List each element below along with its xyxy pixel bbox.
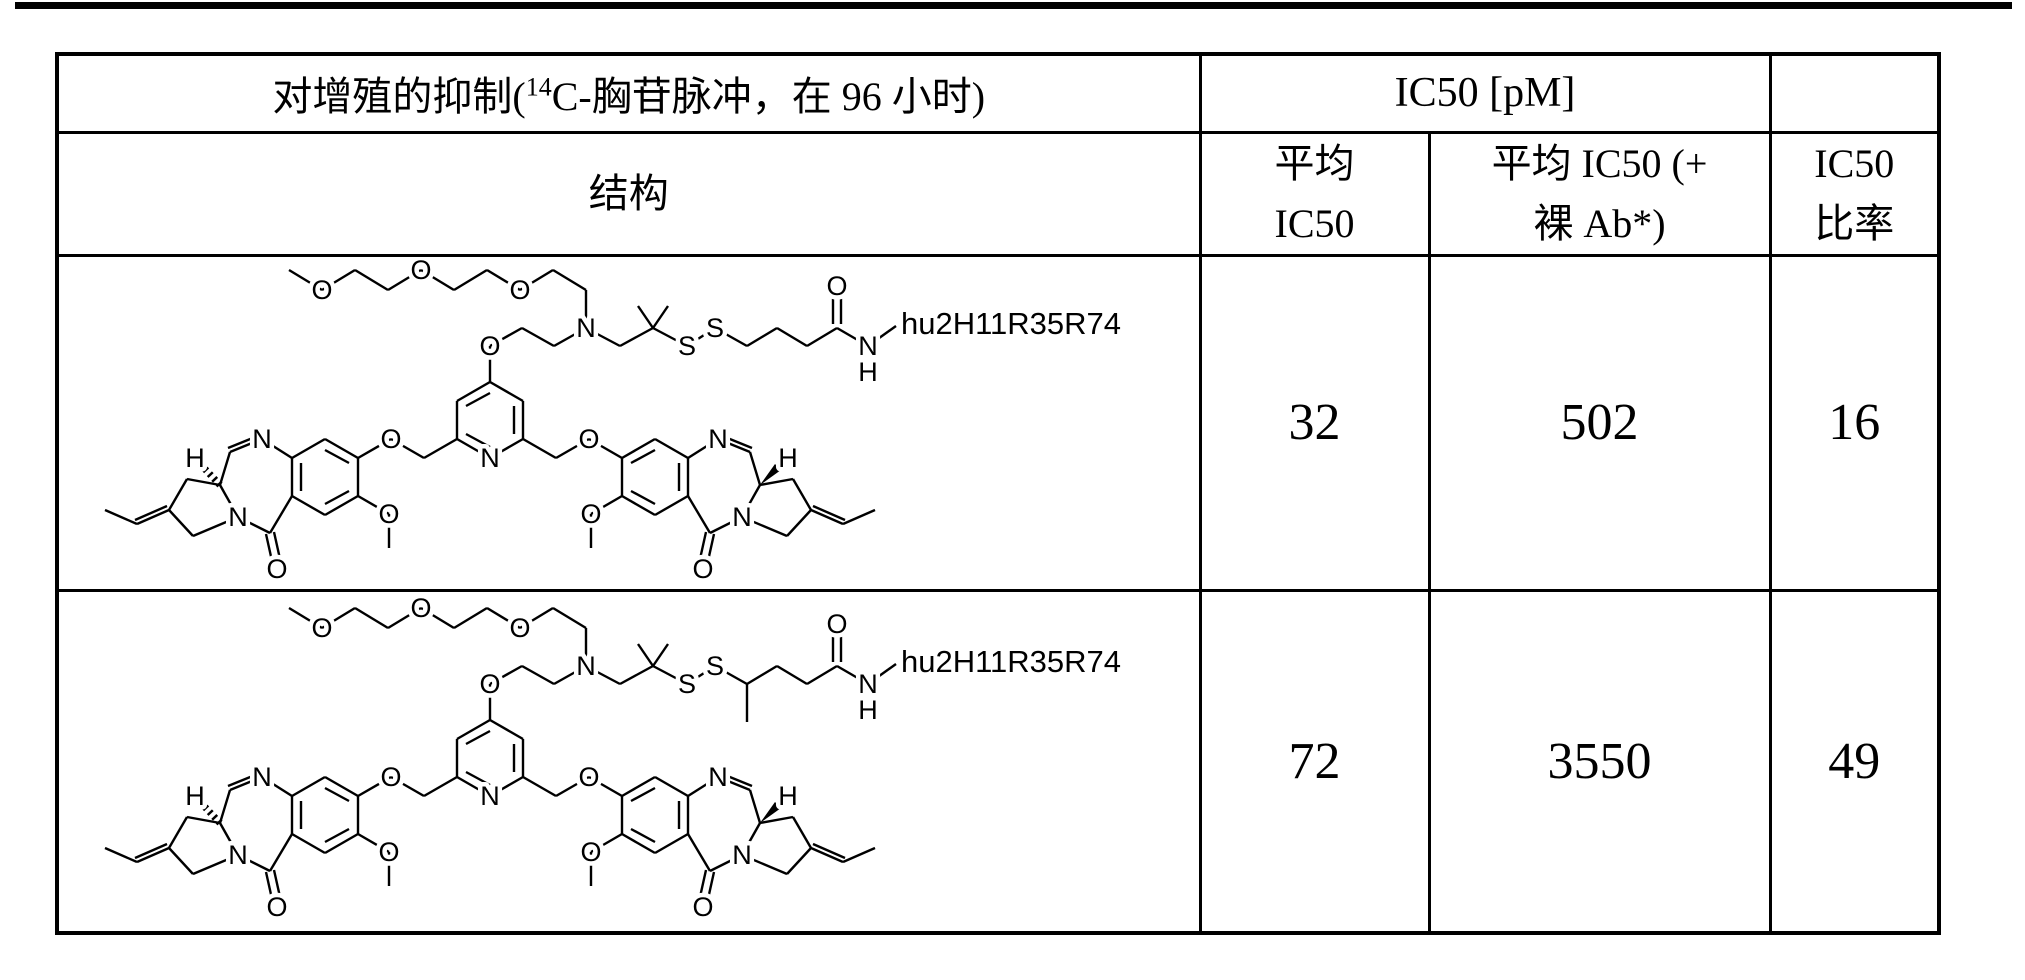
svg-text:O: O bbox=[380, 424, 401, 454]
svg-text:N: N bbox=[732, 840, 752, 870]
superscript-14: 14 bbox=[525, 72, 552, 102]
svg-text:O: O bbox=[479, 669, 500, 699]
header-mean-ic50: 平均 IC50 bbox=[1198, 130, 1431, 257]
svg-text:O: O bbox=[479, 331, 500, 361]
svg-text:O: O bbox=[692, 554, 713, 584]
svg-text:O: O bbox=[826, 271, 847, 301]
svg-text:S: S bbox=[706, 313, 724, 343]
svg-text:O: O bbox=[311, 275, 332, 305]
row2-mean-ic50: 72 bbox=[1198, 588, 1431, 935]
svg-text:N: N bbox=[252, 424, 272, 454]
svg-text:N: N bbox=[228, 840, 248, 870]
svg-text:N: N bbox=[480, 781, 500, 811]
svg-text:N: N bbox=[228, 502, 248, 532]
header-mean-ic50-naked-ab: 平均 IC50 (+ 裸 Ab*) bbox=[1427, 130, 1772, 257]
svg-text:N: N bbox=[576, 313, 596, 343]
svg-text:O: O bbox=[311, 613, 332, 643]
svg-text:H: H bbox=[858, 695, 878, 725]
header-mean-ic50-naked-ab-line2: 裸 Ab*) bbox=[1533, 200, 1666, 246]
svg-text:N: N bbox=[732, 502, 752, 532]
svg-text:S: S bbox=[678, 669, 696, 699]
svg-text:O: O bbox=[509, 275, 530, 305]
svg-text:N: N bbox=[480, 443, 500, 473]
header-mean-ic50-line1: 平均 bbox=[1274, 140, 1355, 186]
row1-ic50-ratio: 16 bbox=[1768, 253, 1941, 592]
svg-text:O: O bbox=[378, 837, 399, 867]
svg-text:H: H bbox=[778, 443, 798, 473]
svg-text:O: O bbox=[692, 892, 713, 922]
svg-text:O: O bbox=[578, 424, 599, 454]
header-mean-ic50-naked-ab-line1: 平均 IC50 (+ bbox=[1491, 140, 1708, 186]
row1-mean-ic50-naked-ab: 502 bbox=[1427, 253, 1772, 592]
svg-text:O: O bbox=[580, 499, 601, 529]
svg-text:N: N bbox=[708, 762, 728, 792]
header-ic50-ratio-line2: 比率 bbox=[1814, 200, 1895, 246]
svg-text:N: N bbox=[858, 669, 878, 699]
page-top-rule bbox=[15, 2, 2012, 9]
header-ic50-ratio-line1: IC50 bbox=[1814, 140, 1895, 186]
svg-text:S: S bbox=[706, 651, 724, 681]
header-empty-cell bbox=[1768, 52, 1941, 134]
header-ic50-ratio: IC50 比率 bbox=[1768, 130, 1941, 257]
svg-text:O: O bbox=[266, 892, 287, 922]
header-ic50-pm: IC50 [pM] bbox=[1198, 52, 1772, 134]
svg-text:N: N bbox=[858, 331, 878, 361]
row2-ic50-ratio: 49 bbox=[1768, 588, 1941, 935]
header-row-1: 对增殖的抑制(14C-胸苷脉冲，在 96 小时) IC50 [pM] bbox=[55, 52, 1941, 134]
svg-text:O: O bbox=[410, 258, 431, 285]
header-structure: 结构 bbox=[55, 130, 1202, 257]
svg-text:hu2H11R35R74: hu2H11R35R74 bbox=[901, 644, 1121, 679]
svg-text:N: N bbox=[708, 424, 728, 454]
svg-text:N: N bbox=[576, 651, 596, 681]
header-mean-ic50-line2: IC50 bbox=[1274, 200, 1355, 246]
header-proliferation-inhibition-text: 对增殖的抑制(14C-胸苷脉冲，在 96 小时) bbox=[272, 72, 986, 120]
row2-mean-ic50-naked-ab: 3550 bbox=[1427, 588, 1772, 935]
svg-text:S: S bbox=[678, 331, 696, 361]
svg-text:H: H bbox=[778, 781, 798, 811]
svg-text:H: H bbox=[858, 357, 878, 387]
svg-text:O: O bbox=[380, 762, 401, 792]
svg-text:O: O bbox=[378, 499, 399, 529]
svg-text:O: O bbox=[509, 613, 530, 643]
svg-text:O: O bbox=[580, 837, 601, 867]
svg-text:H: H bbox=[185, 443, 205, 473]
svg-text:N: N bbox=[252, 762, 272, 792]
svg-text:O: O bbox=[410, 596, 431, 623]
svg-text:O: O bbox=[266, 554, 287, 584]
svg-text:H: H bbox=[185, 781, 205, 811]
svg-text:O: O bbox=[826, 609, 847, 639]
header-row-2: 结构 平均 IC50 平均 IC50 (+ 裸 Ab*) IC50 比率 bbox=[55, 130, 1941, 257]
header-proliferation-inhibition: 对增殖的抑制(14C-胸苷脉冲，在 96 小时) bbox=[55, 52, 1202, 134]
svg-text:hu2H11R35R74: hu2H11R35R74 bbox=[901, 306, 1121, 341]
ic50-results-table: 对增殖的抑制(14C-胸苷脉冲，在 96 小时) IC50 [pM] 结构 平均… bbox=[55, 52, 1942, 935]
svg-text:O: O bbox=[578, 762, 599, 792]
row1-mean-ic50: 32 bbox=[1198, 253, 1431, 592]
